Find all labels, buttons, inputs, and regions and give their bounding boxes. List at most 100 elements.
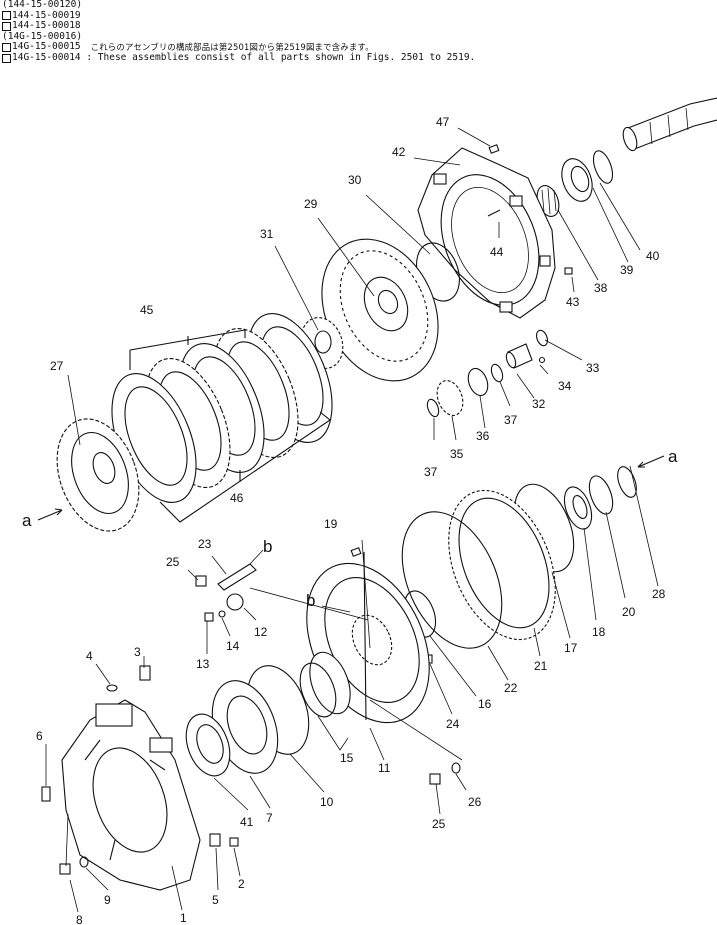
housing-11	[306, 551, 430, 724]
washer-37	[490, 363, 504, 383]
label-32: 32	[532, 397, 546, 411]
label-8: 8	[76, 913, 83, 925]
plug-3	[139, 665, 151, 681]
label-1: 1	[180, 911, 187, 925]
label-2: 2	[238, 877, 245, 891]
bearing-41	[185, 713, 231, 777]
label-18: 18	[592, 625, 606, 639]
label-45: 45	[140, 303, 154, 317]
header-text: 14G-15-00014 : These assemblies consist …	[12, 51, 476, 63]
label-31: 31	[260, 227, 274, 241]
header-text: (14G-15-00016)	[2, 30, 83, 42]
pin-12	[226, 593, 244, 611]
label-13: 13	[196, 657, 210, 671]
ball-14	[218, 610, 226, 618]
label-47: 47	[436, 115, 450, 129]
label-28: 28	[652, 587, 666, 601]
label-26: 26	[468, 795, 482, 809]
label-24: 24	[446, 717, 460, 731]
label-33: 33	[586, 361, 600, 375]
bolt-8	[59, 863, 71, 875]
ring-gear-29	[321, 238, 439, 382]
label-29: 29	[304, 197, 318, 211]
label-41: 41	[240, 815, 254, 829]
ring-4	[106, 684, 118, 692]
gear-27	[56, 418, 140, 532]
label-37a: 37	[504, 413, 518, 427]
label-39: 39	[620, 263, 634, 277]
label-37b: 37	[424, 465, 438, 479]
bracket-46	[159, 411, 331, 523]
header-text: 14G-15-00015	[12, 41, 81, 53]
label-35: 35	[450, 447, 464, 461]
bearing-39	[561, 158, 593, 202]
label-16: 16	[478, 697, 492, 711]
o-ring-22	[401, 511, 503, 649]
label-15: 15	[340, 751, 354, 765]
bracket-45	[129, 329, 246, 370]
bearing-36	[467, 367, 489, 397]
connector-b-mid: b	[306, 591, 315, 610]
checkbox-icon	[2, 11, 11, 21]
label-25a: 25	[166, 555, 180, 569]
gear-ring-21	[448, 489, 556, 641]
label-19: 19	[324, 517, 338, 531]
label-25b: 25	[432, 817, 446, 831]
spring-13	[204, 612, 214, 622]
label-22: 22	[504, 681, 518, 695]
label-20: 20	[622, 605, 636, 619]
header-line: (14G-15-00016)	[2, 30, 475, 43]
front-housing-1	[61, 699, 201, 891]
pin-43	[564, 267, 573, 275]
label-38: 38	[594, 281, 608, 295]
bolt-25a	[195, 575, 207, 587]
ball-34	[538, 356, 546, 364]
label-34: 34	[558, 379, 572, 393]
washer-26	[451, 762, 461, 774]
label-17: 17	[564, 641, 578, 655]
gear-35	[436, 380, 464, 416]
pin-19	[350, 547, 362, 557]
ring-33	[536, 329, 548, 347]
label-11: 11	[378, 761, 391, 775]
checkbox-icon	[2, 43, 11, 53]
washer-9	[79, 856, 89, 868]
part-labels: 47 42 30 29 31 44 40 39 38 43 45 27 33 3…	[22, 115, 678, 925]
label-40: 40	[646, 249, 660, 263]
header-text: 144-15-00018	[12, 20, 81, 32]
checkbox-icon	[2, 21, 11, 31]
ring-20	[588, 475, 614, 515]
header-line: 14G-15-00014 : These assemblies consist …	[2, 51, 476, 64]
connector-a-top: a	[668, 447, 678, 466]
arrow-a-left	[37, 509, 63, 521]
header-text: (144-15-00120)	[2, 0, 83, 10]
seal-ring-15a	[309, 651, 351, 715]
plug-5	[209, 833, 221, 847]
seal-18	[563, 486, 593, 530]
header-line: 144-15-00019	[2, 10, 475, 22]
assembly-header: (144-15-00120) 144-15-00019 144-15-00018…	[2, 0, 475, 64]
connector-b-top: b	[263, 537, 272, 556]
label-27: 27	[50, 359, 64, 373]
label-44: 44	[490, 245, 504, 259]
label-14: 14	[226, 639, 240, 653]
label-30: 30	[348, 173, 362, 187]
label-10: 10	[320, 795, 334, 809]
label-12: 12	[254, 625, 268, 639]
pin-6	[41, 786, 51, 802]
label-9: 9	[104, 893, 111, 907]
checkbox-icon	[2, 53, 11, 63]
label-21: 21	[534, 659, 548, 673]
label-3: 3	[134, 645, 141, 659]
label-23: 23	[198, 537, 212, 551]
label-6: 6	[36, 729, 43, 743]
carrier-housing-42	[417, 147, 556, 319]
label-5: 5	[212, 893, 219, 907]
header-line: (144-15-00120)	[2, 0, 475, 11]
seal-ring-15b	[299, 662, 337, 718]
bolt-25b	[429, 773, 441, 785]
link-23	[217, 563, 257, 591]
label-46: 46	[230, 491, 244, 505]
